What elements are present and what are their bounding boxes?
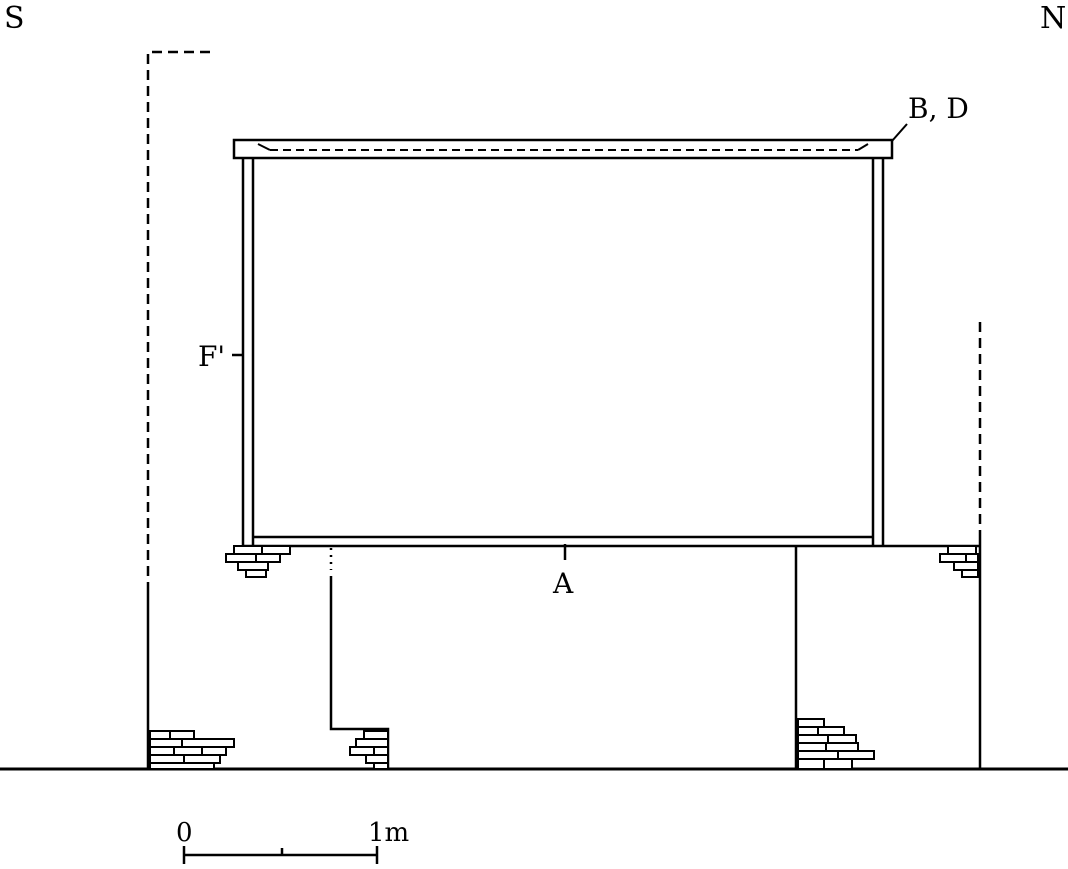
scale-bar: 0 1m xyxy=(176,818,409,864)
scale-zero-label: 0 xyxy=(176,818,193,848)
brick-cluster-south-footing xyxy=(149,730,235,770)
a-label: A xyxy=(552,567,574,600)
scale-one-label: 1m xyxy=(368,818,409,848)
top-beam xyxy=(232,138,894,160)
left-post xyxy=(241,158,255,546)
b-d-label: B, D xyxy=(908,92,969,125)
south-label: S xyxy=(4,1,25,36)
b-d-leader xyxy=(891,123,908,142)
south-dashed-outline xyxy=(146,50,216,769)
brick-cluster-middle-footing xyxy=(349,730,389,770)
right-post xyxy=(871,158,885,546)
brick-cluster-left-post xyxy=(225,545,291,578)
f-prime-label: F' xyxy=(198,340,225,373)
floor-beam xyxy=(243,535,980,548)
brick-cluster-north-footing xyxy=(797,718,875,770)
north-label: N xyxy=(1040,1,1066,36)
brick-cluster-north-post xyxy=(939,545,979,578)
